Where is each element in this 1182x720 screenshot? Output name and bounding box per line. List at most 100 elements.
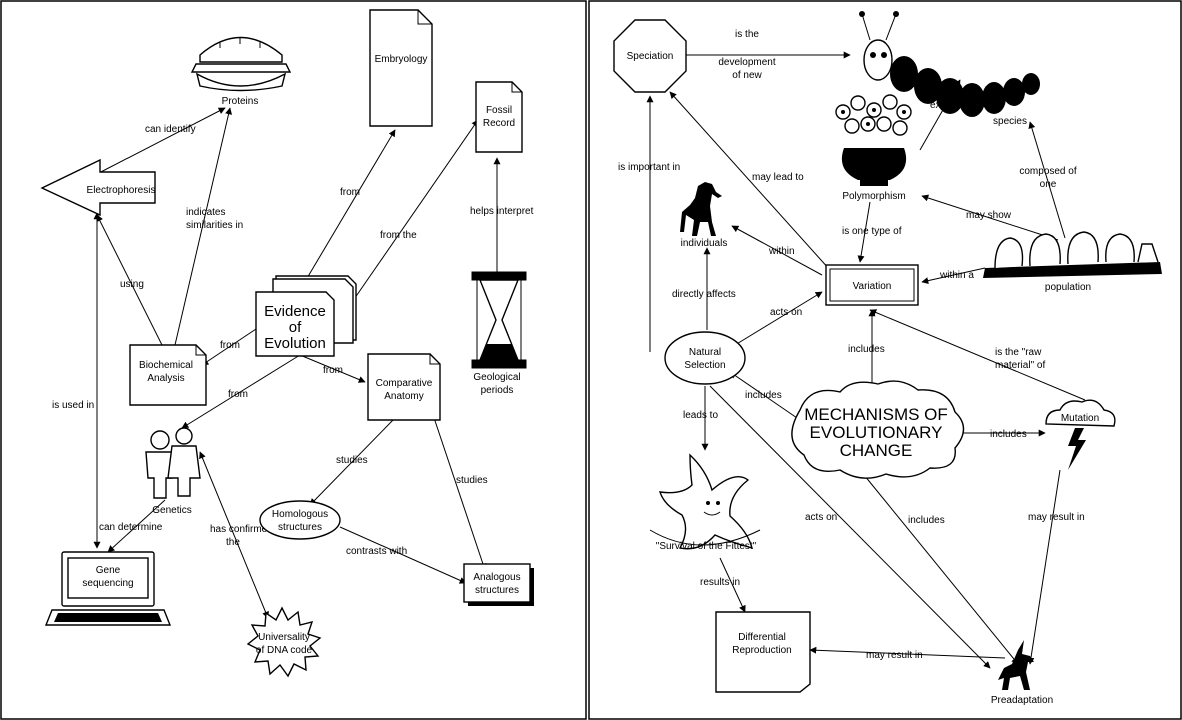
evidence-label-3: Evolution [264, 335, 326, 352]
node-mutation: Mutation [1045, 399, 1116, 470]
variation-label: Variation [853, 281, 892, 292]
node-species: species [859, 11, 1040, 127]
edge-population-variation [921, 267, 986, 285]
label-may-result-in-mutation: may result in [1028, 512, 1085, 523]
differential-label-2: Reproduction [732, 645, 791, 656]
label-can-identify: can identify [145, 124, 196, 135]
electrophoresis-label: Electrophoresis [87, 185, 156, 196]
node-comparative-anatomy: Comparative Anatomy [367, 353, 441, 421]
box-shape [463, 563, 531, 603]
polymorphism-label: Polymorphism [842, 191, 905, 202]
label-from-genetics: from [228, 389, 248, 400]
edge-survival-differential [719, 557, 746, 613]
right-concept-map: is the development of new exists within … [613, 11, 1162, 706]
species-label: species [993, 116, 1027, 127]
unicorn-icon [998, 640, 1034, 690]
label-may-result-in-differential: may result in [866, 650, 923, 661]
fossil-label-1: Fossil [486, 105, 512, 116]
left-concept-map: can identify indicates similarities in f… [40, 9, 534, 678]
mutation-label: Mutation [1061, 413, 1099, 424]
population-label: population [1045, 282, 1091, 293]
geological-label-2: periods [481, 385, 514, 396]
label-composed-of: composed of [1019, 166, 1076, 177]
node-individuals: individuals [680, 182, 727, 249]
label-results-in: results in [700, 577, 740, 588]
label-development: development [718, 57, 775, 68]
document-icon [129, 344, 207, 406]
storm-cloud-icon [1045, 399, 1116, 427]
node-mechanisms: MECHANISMS OF EVOLUTIONARY CHANGE [791, 380, 965, 479]
label-of-new: of new [732, 70, 762, 81]
node-polymorphism: Polymorphism [835, 94, 912, 202]
comparative-label-2: Anatomy [384, 391, 423, 402]
node-biochemical-analysis: Biochemical Analysis [129, 344, 207, 406]
survival-label: "Survival of the Fittest" [656, 541, 757, 552]
label-includes-natsel: includes [745, 390, 782, 401]
starburst-icon [246, 606, 322, 678]
label-may-show: may show [966, 210, 1012, 221]
node-gene-sequencing: Gene sequencing [44, 551, 172, 626]
universality-label-2: of DNA code [256, 645, 313, 656]
label-acts-on-preadaptation: acts on [805, 512, 837, 523]
evidence-label-2: of [289, 319, 302, 336]
edge-evidence-comparative [299, 354, 366, 383]
gene-label-1: Gene [96, 565, 121, 576]
star-creature-icon [659, 453, 753, 550]
label-indicates: indicates [186, 207, 225, 218]
ellipse-shape [664, 331, 746, 385]
edge-natsel-variation [734, 291, 823, 346]
edge-biochemical-electrophoresis [96, 214, 163, 346]
label-studies-analogous: studies [456, 475, 488, 486]
edge-population-species [1028, 121, 1066, 239]
left-edge-labels: can identify indicates similarities in f… [52, 124, 534, 557]
node-fossil-record: Fossil Record [475, 81, 523, 153]
node-proteins: Proteins [190, 36, 292, 107]
analogous-label-1: Analogous [473, 572, 520, 583]
arrow-shape-icon [40, 158, 156, 217]
node-speciation: Speciation [613, 19, 687, 93]
label-is-important-in: is important in [618, 162, 680, 173]
analogous-label-2: structures [475, 585, 519, 596]
label-raw-material-1: is the "raw [995, 347, 1042, 358]
cloud-icon [791, 380, 965, 479]
label-has-confirmed-the: the [226, 537, 240, 548]
edge-variation-individuals [731, 225, 823, 276]
edge-mechanisms-preadaptation [859, 469, 1019, 665]
node-genetics: Genetics [145, 427, 201, 516]
edge-variation-speciation [669, 91, 831, 271]
edge-evidence-biochemical [201, 324, 263, 366]
edge-homologous-analogous [339, 526, 467, 584]
embryology-label: Embryology [375, 54, 428, 65]
edge-evidence-embryology [299, 129, 396, 291]
universality-label-1: Universality [258, 632, 310, 643]
right-edge-labels: is the development of new exists within … [618, 29, 1085, 661]
biochemical-label-1: Biochemical [139, 360, 193, 371]
edge-comparative-homologous [309, 417, 396, 506]
natsel-label-2: Selection [684, 360, 725, 371]
biochemical-label-2: Analysis [147, 373, 184, 384]
mechanisms-label-2: EVOLUTIONARY [810, 423, 943, 442]
node-evidence-of-evolution: Evidence of Evolution [255, 275, 357, 357]
edge-natsel-preadaptation [709, 385, 991, 669]
edge-preadaptation-differential [809, 646, 1006, 659]
laptop-icon [44, 551, 172, 626]
preadaptation-label: Preadaptation [991, 695, 1053, 706]
box-shape [825, 264, 919, 306]
node-universality-dna: Universality of DNA code [246, 606, 322, 678]
mechanisms-label-3: CHANGE [840, 441, 913, 460]
label-from-the: from the [380, 230, 417, 241]
node-variation: Variation [825, 264, 919, 306]
people-icon [145, 427, 201, 499]
edge-electrophoresis-proteins [94, 107, 226, 176]
edge-biochemical-proteins [174, 107, 232, 346]
label-directly-affects: directly affects [672, 289, 736, 300]
individuals-label: individuals [681, 238, 728, 249]
ellipse-shape [259, 500, 341, 540]
node-differential-reproduction: Differential Reproduction [715, 611, 811, 693]
node-geological-periods: Geological periods [471, 271, 527, 396]
edge-mutation-preadaptation [1027, 469, 1061, 665]
label-from-embryology: from [340, 187, 360, 198]
label-within: within [768, 246, 795, 257]
natsel-label-1: Natural [689, 347, 721, 358]
